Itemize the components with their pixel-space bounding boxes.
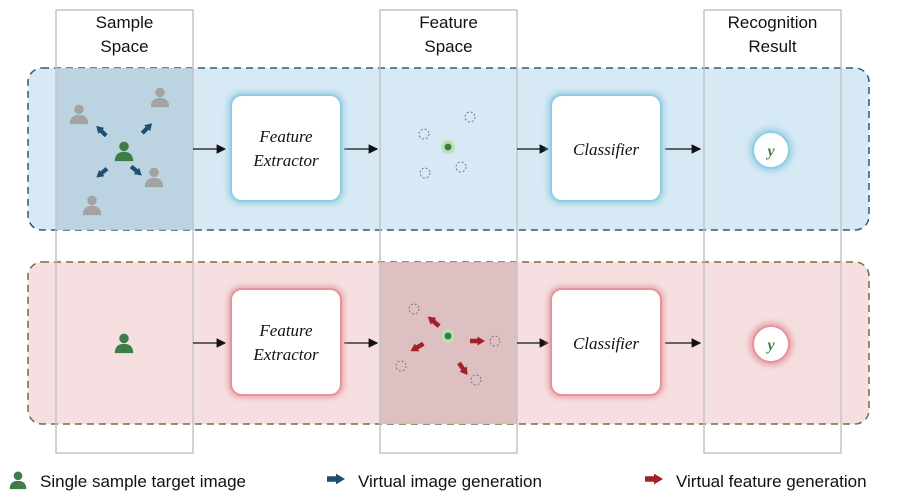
feature-space-header-line2: Space — [424, 37, 472, 56]
feature-point-virtual — [455, 161, 467, 173]
feature-point-virtual — [464, 111, 476, 123]
result-label-bottom: y — [765, 337, 775, 354]
result-circle-bottom — [752, 325, 790, 363]
feature-extractor-label-top-line1: Feature — [258, 127, 313, 146]
legend-virtual-image-label: Virtual image generation — [358, 472, 542, 491]
classifier-label-top: Classifier — [573, 140, 640, 159]
sample-space-header-line2: Space — [100, 37, 148, 56]
feature-space-header-line1: Feature — [419, 13, 478, 32]
result-circle-top — [752, 131, 790, 169]
sample-space-header-line1: Sample — [96, 13, 154, 32]
feature-point-virtual — [418, 128, 430, 140]
recognition-result-header-line2: Result — [748, 37, 796, 56]
feature-point-virtual — [419, 167, 431, 179]
classifier-label-bottom: Classifier — [573, 334, 640, 353]
legend-target-label: Single sample target image — [40, 472, 246, 491]
classifier-box-bottom — [550, 288, 662, 396]
recognition-result-column — [703, 9, 842, 454]
feature-point-target — [444, 143, 452, 151]
feature-extractor-box-bottom — [230, 288, 342, 396]
feature-point-virtual — [408, 303, 420, 315]
classifier-box-top — [550, 94, 662, 202]
sample-space-column — [55, 9, 194, 454]
legend-virtual-feature-arrow-icon — [645, 473, 663, 485]
feature-point-virtual — [489, 335, 501, 347]
feature-point-target — [444, 332, 452, 340]
feature-extractor-label-top-line2: Extractor — [252, 151, 319, 170]
feature-extractor-label-bottom-line2: Extractor — [252, 345, 319, 364]
feature-point-virtual — [395, 360, 407, 372]
feature-extractor-label-bottom-line1: Feature — [258, 321, 313, 340]
recognition-result-header-line1: Recognition — [728, 13, 818, 32]
legend-virtual-feature-label: Virtual feature generation — [676, 472, 867, 491]
feature-extractor-box-top — [230, 94, 342, 202]
feature-point-virtual — [470, 374, 482, 386]
feature-space-highlight-bottom — [380, 262, 517, 424]
result-label-top: y — [765, 143, 775, 160]
feature-space-column — [379, 9, 518, 454]
legend-virtual-image-arrow-icon — [327, 473, 345, 485]
legend-target-person-icon — [9, 471, 27, 490]
